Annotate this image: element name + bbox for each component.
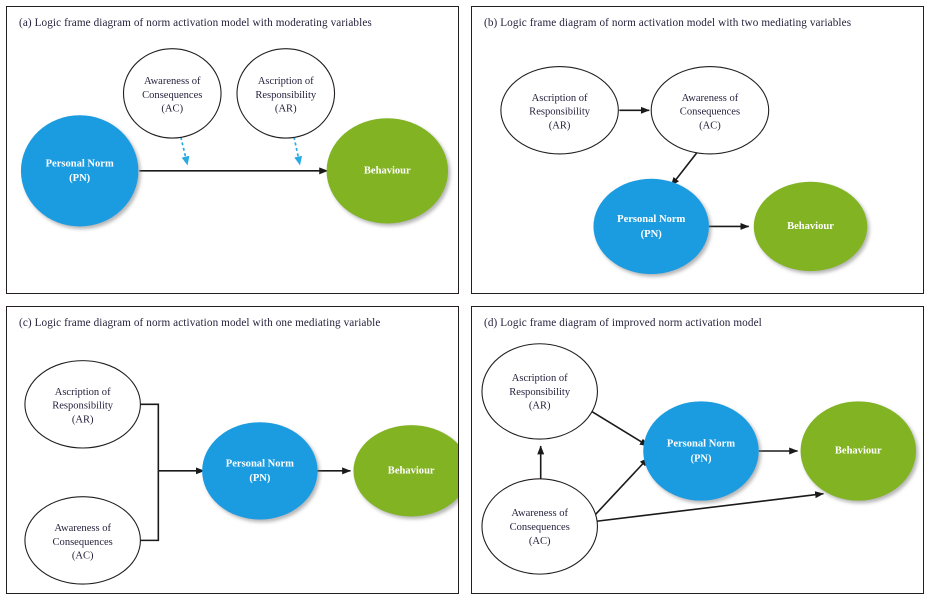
node-behaviour[interactable]: Behaviour	[353, 425, 458, 517]
node-ac-line1: Awareness of	[682, 93, 739, 104]
node-ac-line3: (AC)	[699, 121, 721, 132]
node-ar-line1: Ascription of	[512, 373, 568, 384]
node-ar[interactable]: Ascription of Responsibility (AR)	[481, 343, 598, 440]
node-pn-line2: (PN)	[641, 229, 663, 240]
node-ar[interactable]: Ascription of Responsibility (AR)	[500, 66, 619, 155]
node-ar-line2: Responsibility	[529, 107, 591, 118]
panel-c-canvas: Ascription of Responsibility (AR) Awaren…	[24, 360, 458, 585]
node-ac[interactable]: Awareness of Consequences (AC)	[481, 478, 598, 575]
node-behaviour[interactable]: Behaviour	[800, 401, 917, 501]
node-ac-line2: Consequences	[53, 537, 113, 548]
node-pn-line1: Personal Norm	[667, 438, 735, 449]
node-personal-norm[interactable]: Personal Norm (PN)	[643, 401, 759, 501]
node-behaviour[interactable]: Behaviour	[326, 118, 449, 224]
panel-c: (c) Logic frame diagram of norm activati…	[6, 306, 459, 594]
node-behaviour-label: Behaviour	[835, 445, 882, 456]
node-ac-line3: (AC)	[72, 551, 94, 562]
node-ar-line2: Responsibility	[509, 387, 571, 398]
node-behaviour-label: Behaviour	[388, 465, 435, 476]
node-ac[interactable]: Awareness of Consequences (AC)	[24, 496, 141, 585]
panel-d-canvas: Ascription of Responsibility (AR) Awaren…	[481, 343, 917, 575]
node-ar-line3: (AR)	[72, 415, 94, 426]
node-ac-line1: Awareness of	[511, 508, 568, 519]
panel-d: (d) Logic frame diagram of improved norm…	[471, 306, 924, 594]
node-behaviour-label: Behaviour	[787, 221, 834, 232]
node-ac-line3: (AC)	[161, 104, 183, 115]
node-ar-line1: Ascription of	[258, 76, 314, 87]
edge-ac-bracket	[140, 470, 160, 542]
node-ar-line2: Responsibility	[255, 90, 317, 101]
node-pn-line1: Personal Norm	[617, 214, 685, 225]
node-personal-norm[interactable]: Personal Norm (PN)	[593, 178, 709, 275]
edge-ac-to-behaviour	[594, 491, 825, 523]
node-behaviour[interactable]: Behaviour	[753, 181, 868, 272]
node-pn-line2: (PN)	[69, 173, 91, 184]
node-ac-line1: Awareness of	[144, 76, 201, 87]
panel-a-canvas: Awareness of Consequences (AC) Ascriptio…	[20, 48, 449, 227]
panel-c-title: (c) Logic frame diagram of norm activati…	[19, 317, 381, 329]
node-ar[interactable]: Ascription of Responsibility (AR)	[236, 48, 336, 139]
panel-b-canvas: Ascription of Responsibility (AR) Awaren…	[500, 66, 868, 275]
edge-ac-to-pn	[670, 149, 700, 187]
node-ar-line3: (AR)	[529, 401, 551, 412]
node-ar[interactable]: Ascription of Responsibility (AR)	[24, 360, 141, 449]
node-ar-line1: Ascription of	[55, 387, 111, 398]
node-pn-line2: (PN)	[690, 453, 712, 464]
edge-ar-to-pn	[591, 410, 649, 447]
node-ar-line3: (AR)	[275, 104, 297, 115]
panel-d-title: (d) Logic frame diagram of improved norm…	[484, 317, 762, 329]
edge-ar-bracket	[140, 403, 160, 471]
edge-ac-to-pn	[593, 457, 649, 517]
node-ar-line1: Ascription of	[532, 93, 588, 104]
node-ac-line1: Awareness of	[54, 523, 111, 534]
node-pn-line1: Personal Norm	[226, 458, 294, 469]
node-behaviour-label: Behaviour	[364, 165, 411, 176]
node-pn-line1: Personal Norm	[46, 158, 114, 169]
node-ac-line2: Consequences	[510, 522, 570, 533]
node-ac-line2: Consequences	[142, 90, 202, 101]
node-ar-line3: (AR)	[549, 121, 571, 132]
node-ac-line2: Consequences	[680, 107, 740, 118]
panel-b-title: (b) Logic frame diagram of norm activati…	[484, 17, 852, 29]
node-personal-norm[interactable]: Personal Norm (PN)	[20, 115, 139, 227]
node-ac[interactable]: Awareness of Consequences (AC)	[650, 66, 770, 155]
node-personal-norm[interactable]: Personal Norm (PN)	[202, 422, 318, 520]
node-ar-line2: Responsibility	[52, 401, 114, 412]
panel-a: (a) Logic frame diagram of norm activati…	[6, 6, 459, 294]
node-ac-line3: (AC)	[529, 536, 551, 547]
node-ac[interactable]: Awareness of Consequences (AC)	[122, 48, 222, 139]
panel-b: (b) Logic frame diagram of norm activati…	[471, 6, 924, 294]
node-pn-line2: (PN)	[249, 473, 271, 484]
panel-a-title: (a) Logic frame diagram of norm activati…	[19, 17, 372, 29]
